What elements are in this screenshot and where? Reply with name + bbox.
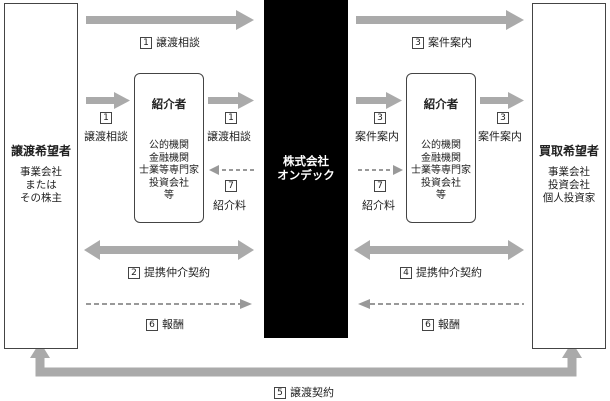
flow-text: 報酬 xyxy=(162,318,184,331)
introducer-line: 投資会社 xyxy=(149,177,189,189)
step-number: 3 xyxy=(374,112,386,124)
step-number: 1 xyxy=(140,37,152,49)
flow-text: 紹介料 xyxy=(362,199,395,212)
seller-line: または xyxy=(25,179,57,191)
step-number: 1 xyxy=(100,112,112,124)
buyer-line: 個人投資家 xyxy=(542,192,596,204)
introducer-left-box: 紹介者 公的機関 金融機関 士業等専門家 投資会社 等 xyxy=(134,73,204,223)
introducer-left-title: 紹介者 xyxy=(151,97,187,111)
step-number: 7 xyxy=(374,180,386,192)
arrow-top-left xyxy=(86,10,254,30)
seller-box: 譲渡希望者 事業会社 または その株主 xyxy=(4,3,78,349)
flow-label-top-left: 1 譲渡相談 xyxy=(140,34,200,50)
introducer-line: 金融機関 xyxy=(149,152,189,164)
flow-label-reward-left: 6 報酬 xyxy=(146,316,184,332)
seller-line: 事業会社 xyxy=(20,166,62,178)
step-number: 1 xyxy=(225,112,237,124)
flow-label-reward-right: 6 報酬 xyxy=(422,316,460,332)
introducer-line: 等 xyxy=(164,190,174,201)
dashed-reward-left xyxy=(86,299,252,309)
arrow-top-right xyxy=(356,10,524,30)
introducer-line: 士業等専門家 xyxy=(411,165,471,176)
step-number: 2 xyxy=(128,267,140,279)
introducer-line: 公的機関 xyxy=(149,140,189,151)
seller-title: 譲渡希望者 xyxy=(10,144,71,158)
flow-label-top-right: 3 案件案内 xyxy=(412,34,472,50)
center-org-box: 株式会社 オンデック xyxy=(264,0,348,338)
dashed-fee-right xyxy=(358,165,403,175)
step-number: 6 xyxy=(146,319,158,331)
step-number: 4 xyxy=(400,267,412,279)
introducer-line: 公的機関 xyxy=(421,140,461,151)
flow-text: 提携仲介契約 xyxy=(144,266,210,279)
buyer-box: 買取希望者 事業会社 投資会社 個人投資家 xyxy=(532,3,606,349)
center-org-name: 株式会社 オンデック xyxy=(264,154,348,182)
arrow-introducer-right-to-buyer xyxy=(480,92,524,109)
step-number: 3 xyxy=(497,112,509,124)
buyer-line: 投資会社 xyxy=(548,179,590,191)
buyer-lines: 事業会社 投資会社 個人投資家 xyxy=(533,166,605,205)
transfer-contract-arrow xyxy=(30,342,582,377)
double-arrow-alliance-left xyxy=(84,240,254,260)
dashed-reward-right xyxy=(358,299,524,309)
flow-label-alliance-right: 4 提携仲介契約 xyxy=(400,264,482,280)
flow-text: 案件案内 xyxy=(428,36,472,49)
step-number: 6 xyxy=(422,319,434,331)
introducer-line: 金融機関 xyxy=(421,152,461,164)
flow-label-alliance-left: 2 提携仲介契約 xyxy=(128,264,210,280)
seller-lines: 事業会社 または その株主 xyxy=(5,166,77,205)
arrow-center-to-introducer-right xyxy=(356,92,402,109)
flow-text: 提携仲介契約 xyxy=(416,266,482,279)
center-org-line1: 株式会社 xyxy=(283,154,329,168)
center-org-line2: オンデック xyxy=(277,168,335,182)
introducer-right-title: 紹介者 xyxy=(423,97,459,111)
buyer-title: 買取希望者 xyxy=(538,144,599,158)
flow-text: 案件案内 xyxy=(478,130,522,143)
dashed-fee-left xyxy=(209,165,254,175)
seller-line: その株主 xyxy=(20,192,62,204)
buyer-line: 事業会社 xyxy=(548,166,590,178)
flow-text: 紹介料 xyxy=(213,199,246,212)
introducer-right-lines: 公的機関 金融機関 士業等専門家 投資会社 等 xyxy=(407,140,475,203)
introducer-line: 士業等専門家 xyxy=(139,165,199,176)
double-arrow-alliance-right xyxy=(354,240,524,260)
step-number: 3 xyxy=(412,37,424,49)
introducer-right-box: 紹介者 公的機関 金融機関 士業等専門家 投資会社 等 xyxy=(406,73,476,223)
flow-text: 譲渡契約 xyxy=(290,386,334,399)
introducer-left-lines: 公的機関 金融機関 士業等専門家 投資会社 等 xyxy=(135,140,203,203)
arrow-introducer-left-to-center xyxy=(208,92,254,109)
flow-text: 譲渡相談 xyxy=(156,36,200,49)
flow-text: 報酬 xyxy=(438,318,460,331)
arrow-to-introducer-left xyxy=(86,92,130,109)
step-number: 5 xyxy=(274,387,286,399)
introducer-line: 投資会社 xyxy=(421,177,461,189)
flow-text: 案件案内 xyxy=(355,130,399,143)
flow-text: 譲渡相談 xyxy=(84,130,128,143)
flow-label-transfer: 5 譲渡契約 xyxy=(274,384,334,400)
introducer-line: 等 xyxy=(436,190,446,201)
step-number: 7 xyxy=(225,180,237,192)
flow-text: 譲渡相談 xyxy=(207,130,251,143)
